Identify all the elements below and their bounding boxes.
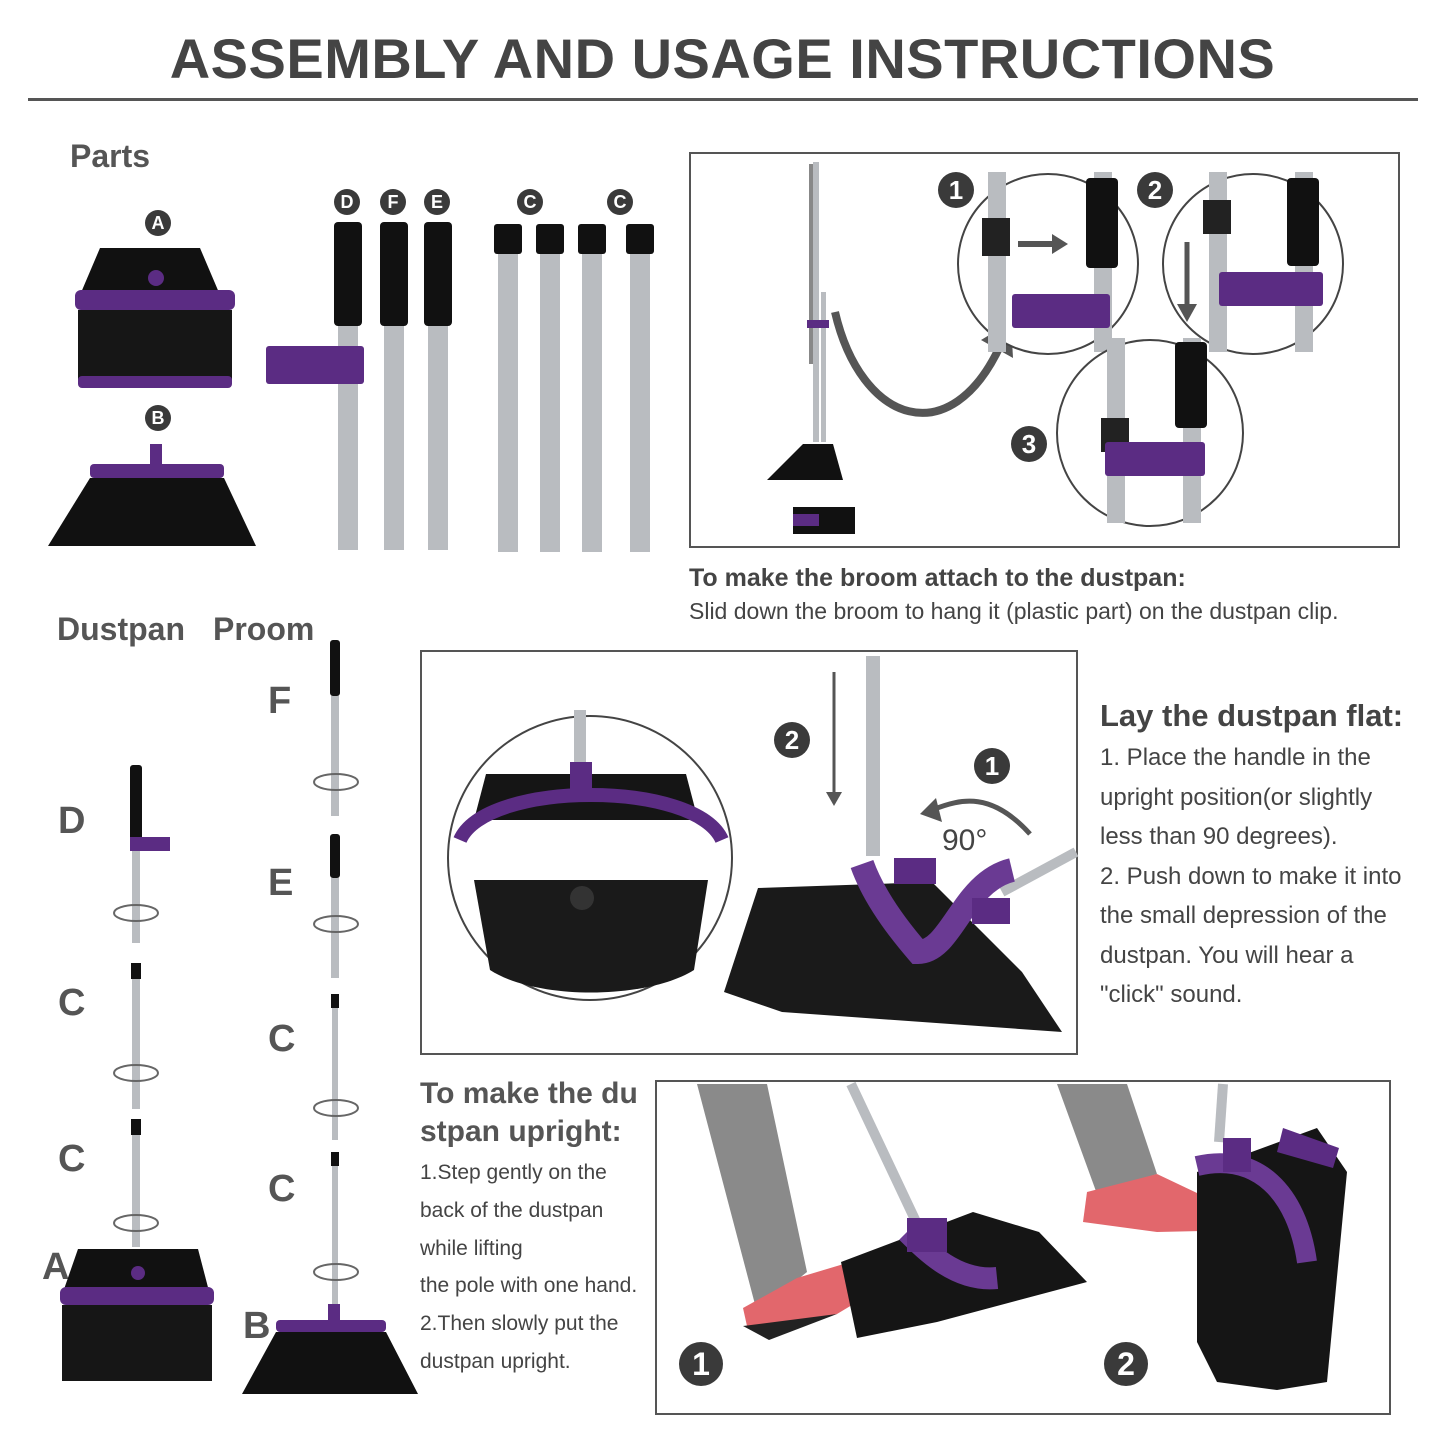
attach-step-2-closeup bbox=[1162, 172, 1344, 355]
broom-assembly-label: Proom bbox=[213, 611, 315, 647]
upright-line: while lifting bbox=[420, 1236, 523, 1260]
dustpan-part-illustration bbox=[75, 248, 235, 388]
upright-heading-line: stpan upright: bbox=[420, 1115, 622, 1148]
broom-letter-b: B bbox=[243, 1305, 271, 1347]
dustpan-letter-a: A bbox=[42, 1246, 70, 1288]
flat-instructions: 1. Place the handle in the upright posit… bbox=[1100, 738, 1440, 1015]
upright-heading-line: To make the du bbox=[420, 1077, 638, 1110]
angle-label: 90° bbox=[942, 824, 988, 857]
upright-line: 2.Then slowly put the bbox=[420, 1312, 619, 1336]
flat-line: dustpan. You will hear a bbox=[1100, 941, 1354, 969]
dustpan-letter-d: D bbox=[58, 800, 86, 842]
attach-step-1-closeup bbox=[957, 172, 1139, 355]
dustpan-assembly-label: Dustpan bbox=[57, 611, 185, 647]
flat-dustpan-illustration bbox=[724, 656, 1079, 1032]
upright-photo-illustration bbox=[697, 1081, 1347, 1390]
upright-line: the pole with one hand. bbox=[420, 1274, 638, 1298]
broom-head-illustration bbox=[48, 444, 256, 546]
broom-letter-c1: C bbox=[268, 1018, 296, 1060]
upright-instructions: 1.Step gently on the back of the dustpan… bbox=[420, 1154, 660, 1381]
flat-step-2-badge: 2 bbox=[774, 722, 810, 758]
part-badge-a: A bbox=[145, 210, 171, 236]
handle-poles-illustration bbox=[266, 222, 452, 550]
upright-line: 1.Step gently on the bbox=[420, 1161, 607, 1184]
assembled-broom-illustration bbox=[767, 162, 855, 534]
attach-heading: To make the broom attach to the dustpan: bbox=[689, 564, 1186, 592]
flat-line: "click" sound. bbox=[1100, 981, 1243, 1008]
title-divider bbox=[28, 98, 1418, 101]
dustpan-letter-c2: C bbox=[58, 1138, 86, 1180]
flat-closeup-illustration bbox=[447, 710, 733, 1001]
upright-step-2-badge: 2 bbox=[1104, 1342, 1148, 1386]
broom-letter-e: E bbox=[268, 862, 294, 904]
broom-letter-f: F bbox=[268, 680, 292, 722]
part-badge-e: E bbox=[424, 189, 450, 215]
upright-step-1-badge: 1 bbox=[679, 1342, 723, 1386]
flat-line: 2. Push down to make it into bbox=[1100, 862, 1402, 890]
flat-line: upright position(or slightly bbox=[1100, 783, 1373, 811]
flat-step-1-badge: 1 bbox=[974, 748, 1010, 784]
part-badge-c2: C bbox=[607, 189, 633, 215]
flat-illustration-box: 2 1 90° bbox=[420, 650, 1079, 1055]
upright-illustration-box: 1 2 bbox=[655, 1080, 1391, 1415]
upright-heading: To make the du stpan upright: bbox=[420, 1075, 638, 1151]
dustpan-stack-illustration bbox=[60, 765, 214, 1381]
broom-letter-c2: C bbox=[268, 1168, 296, 1210]
flat-line: 1. Place the handle in the bbox=[1100, 744, 1371, 771]
attach-step-3-closeup bbox=[1056, 338, 1244, 527]
attach-description: Slid down the broom to hang it (plastic … bbox=[689, 598, 1339, 624]
attach-step-3-badge: 3 bbox=[1011, 426, 1047, 462]
attach-step-1-badge: 1 bbox=[938, 172, 974, 208]
attach-illustration-box: 1 2 3 bbox=[689, 152, 1400, 548]
flat-line: less than 90 degrees). bbox=[1100, 823, 1338, 850]
part-badge-b: B bbox=[145, 405, 171, 431]
dustpan-letter-c1: C bbox=[58, 982, 86, 1024]
upright-line: back of the dustpan bbox=[420, 1198, 604, 1222]
page-title: ASSEMBLY AND USAGE INSTRUCTIONS bbox=[169, 27, 1276, 90]
attach-step-2-badge: 2 bbox=[1137, 172, 1173, 208]
flat-line: the small depression of the bbox=[1100, 902, 1387, 929]
part-badge-d: D bbox=[334, 189, 360, 215]
part-badge-f: F bbox=[380, 189, 406, 215]
upright-line: dustpan upright. bbox=[420, 1349, 571, 1373]
part-badge-c1: C bbox=[517, 189, 543, 215]
broom-stack-illustration bbox=[242, 640, 418, 1394]
flat-heading: Lay the dustpan flat: bbox=[1100, 698, 1404, 733]
extension-poles-illustration bbox=[494, 224, 654, 552]
parts-heading: Parts bbox=[70, 138, 151, 174]
